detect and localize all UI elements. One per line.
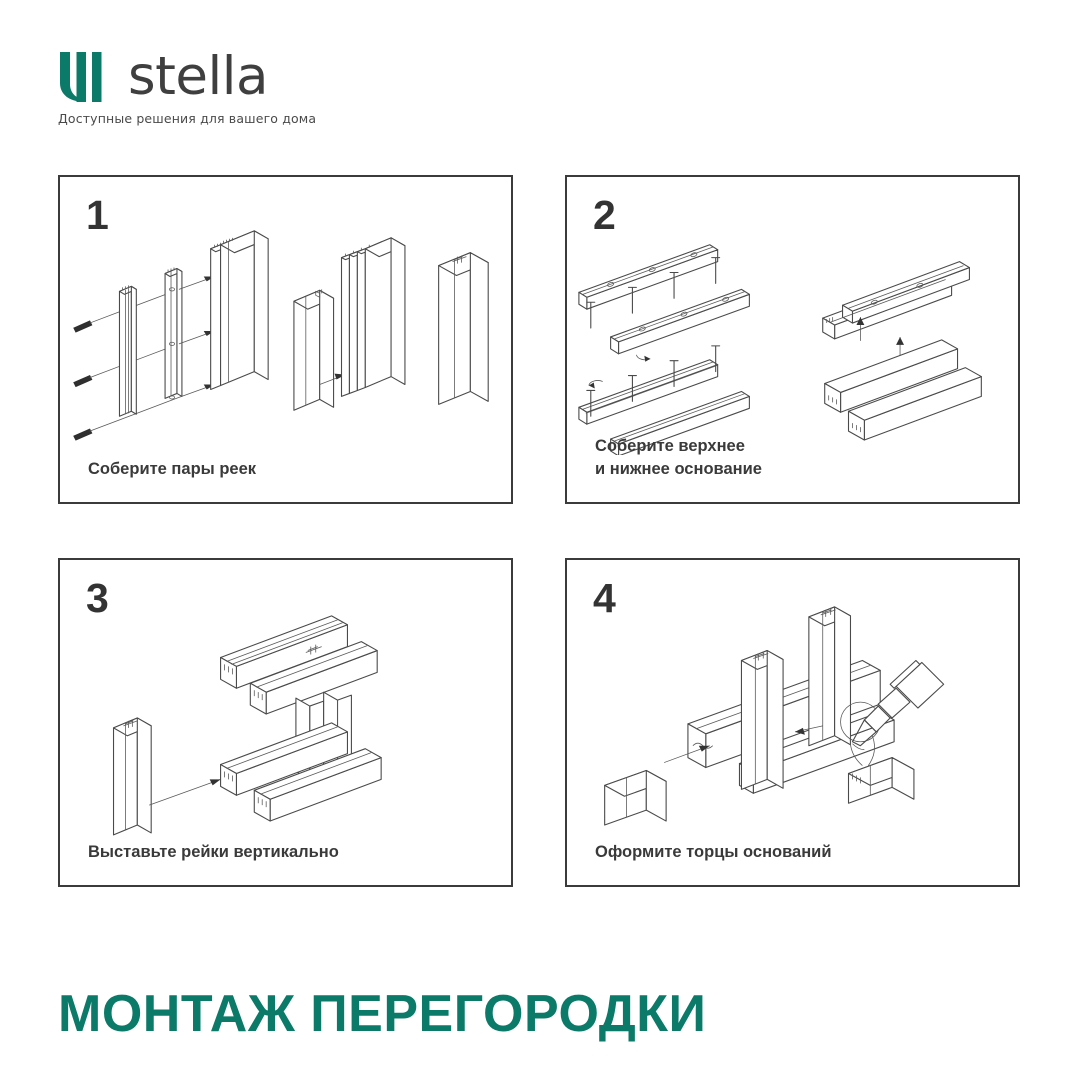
step-illustration-1	[60, 205, 511, 455]
step-number-2: 2	[593, 192, 616, 238]
step-panel-2: 2	[565, 175, 1020, 504]
page-title: МОНТАЖ ПЕРЕГОРОДКИ	[58, 985, 707, 1043]
step-number-3: 3	[86, 575, 109, 621]
slat-left	[118, 285, 137, 417]
step-panel-3: 3	[58, 558, 513, 887]
steps-grid: 1	[58, 175, 1020, 887]
join-arrow	[856, 317, 905, 361]
vertical-post-right	[808, 606, 852, 747]
end-cap-block	[847, 757, 915, 804]
upper-rail-pair	[578, 244, 750, 362]
assembly-arrows	[178, 276, 215, 398]
step-caption-4: Оформите торцы оснований	[595, 842, 832, 861]
stella-logo-mark-icon	[60, 52, 102, 102]
step-illustration-4	[567, 588, 1018, 838]
assembled-pair	[210, 230, 269, 391]
assembled-bases	[822, 261, 982, 441]
end-cap-cover	[604, 745, 710, 826]
step-panel-1: 1	[58, 175, 513, 504]
step-caption-3: Выставьте рейки вертикально	[88, 842, 339, 861]
hand-tool	[851, 659, 945, 751]
vertical-post-left	[740, 650, 784, 790]
step-caption-1: Соберите пары реек	[88, 459, 257, 478]
step-panel-4: 4	[565, 558, 1020, 887]
detail-callout	[794, 701, 881, 766]
step-illustration-2	[567, 205, 1018, 455]
lower-rail-pair	[578, 345, 750, 455]
step-caption-2: Соберите верхнее и нижнее основание	[595, 437, 762, 478]
bottom-base	[220, 722, 382, 822]
incoming-slat	[112, 717, 221, 836]
slat-middle	[164, 267, 183, 400]
step-number-1: 1	[86, 192, 109, 238]
brand-name: stella	[128, 46, 268, 107]
top-base	[220, 615, 378, 715]
step-illustration-3	[60, 588, 511, 838]
finished-beam	[438, 252, 489, 405]
brand-tagline: Доступные решения для вашего дома	[58, 111, 317, 126]
step-number-4: 4	[593, 575, 616, 621]
slat-stack	[340, 237, 406, 397]
brand-lockup: stella	[58, 46, 518, 107]
single-beam	[293, 289, 335, 411]
brand-header: stella Доступные решения для вашего дома	[58, 46, 518, 126]
